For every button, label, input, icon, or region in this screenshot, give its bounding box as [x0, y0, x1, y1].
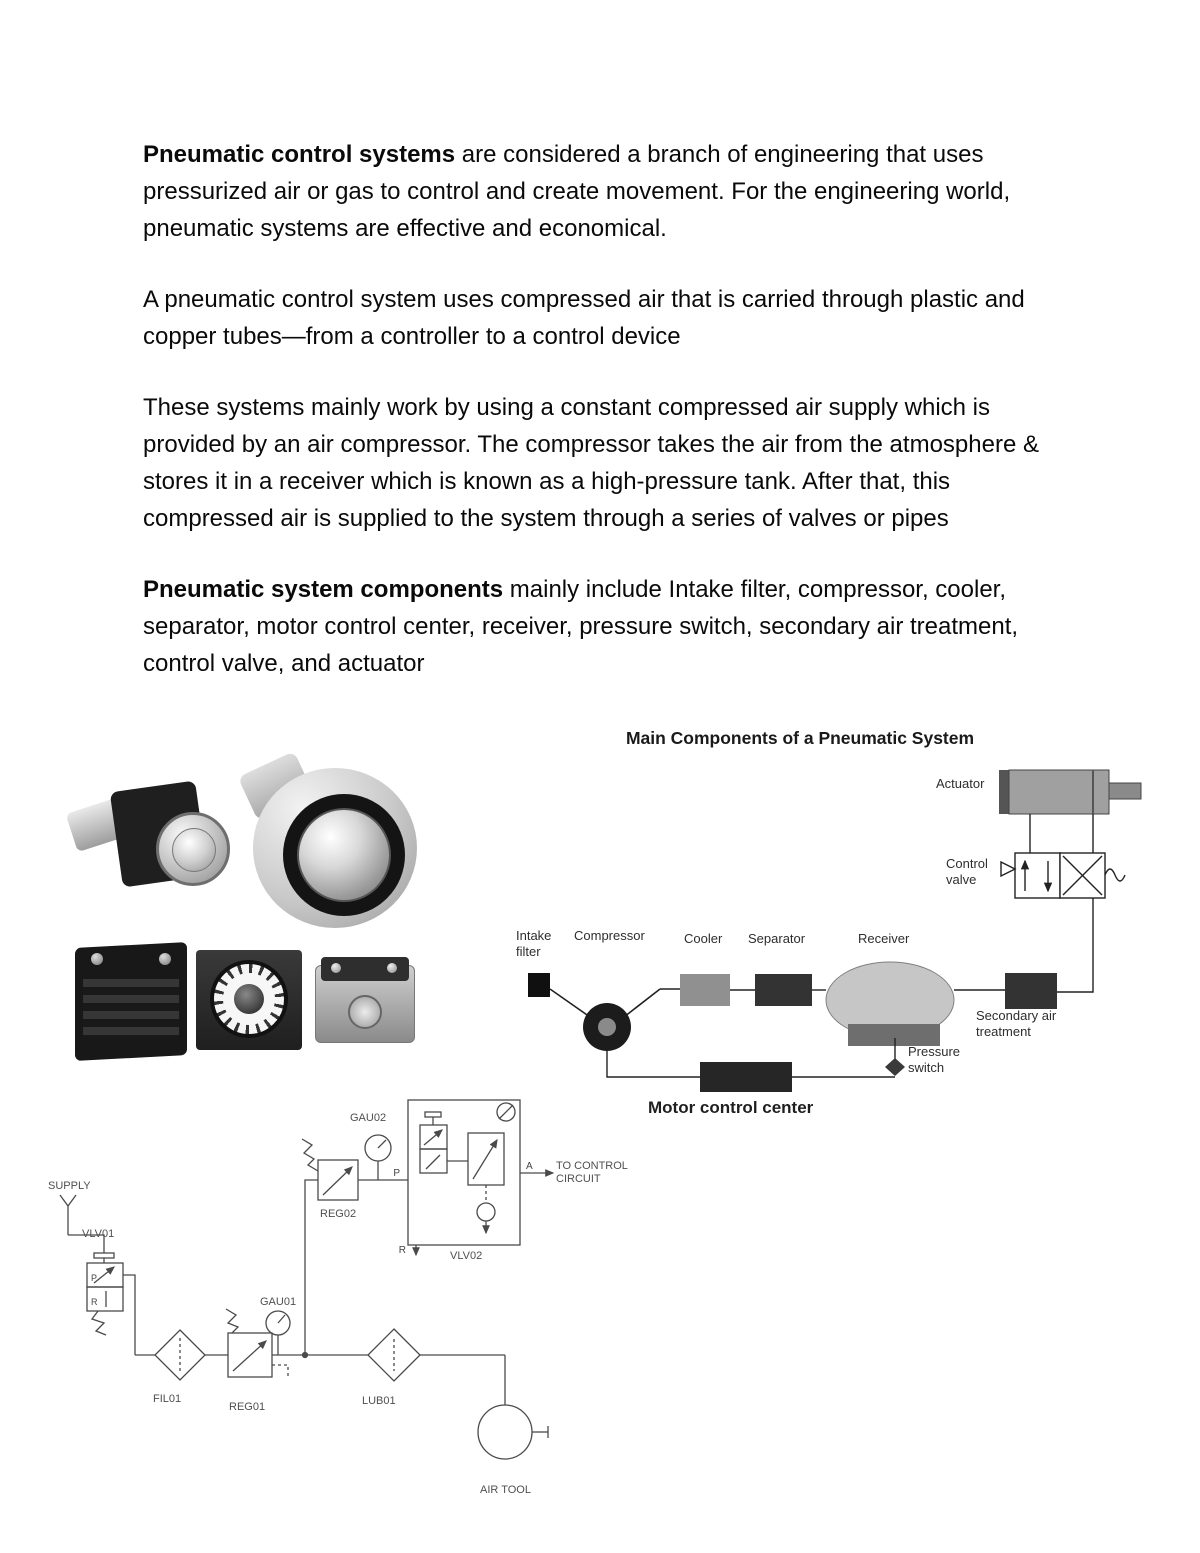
fil01-symbol [154, 1329, 206, 1381]
actuator-symbol [999, 769, 1142, 815]
photo-timer-dial [196, 950, 302, 1052]
paragraph-components: Pneumatic system components mainly inclu… [143, 571, 1053, 682]
fil01-label: FIL01 [153, 1393, 182, 1405]
relay-screw [91, 953, 103, 965]
figure-title: Main Components of a Pneumatic System [625, 728, 975, 748]
motor-control-center-label: Motor control center [648, 1098, 814, 1117]
supply-symbol [59, 1194, 105, 1253]
receiver-label: Receiver [858, 931, 910, 946]
lub01-label: LUB01 [362, 1395, 396, 1407]
reg02-symbol [301, 1138, 359, 1201]
relay-terminals [83, 979, 179, 1037]
supply-label: SUPPLY [48, 1180, 91, 1192]
pressure-switch-symbol [885, 1038, 905, 1076]
cylinder-bolt [387, 963, 397, 973]
paragraph-compressed-air: A pneumatic control system uses compress… [143, 286, 1025, 350]
motor-control-center-symbol [606, 1051, 895, 1092]
actuator-valve-lines [1029, 814, 1094, 853]
main-air-line [135, 1351, 368, 1359]
gau01-label: GAU01 [260, 1296, 297, 1308]
to-control-circuit-label: TO CONTROL CIRCUIT [556, 1160, 628, 1185]
paragraph-components-text: mainly include Intake filter, compressor… [143, 576, 1019, 677]
cooler-symbol [680, 974, 730, 1006]
photo-relay [75, 942, 190, 1061]
timer-knob [234, 984, 264, 1014]
separator-symbol [755, 974, 812, 1006]
intake-filter-label: Intake filter [516, 928, 552, 959]
gau02-label: GAU02 [350, 1112, 387, 1124]
reg01-symbol [225, 1308, 289, 1379]
air-tool-symbol [477, 1404, 549, 1460]
vlv01-symbol: P R [86, 1252, 136, 1355]
gau01-symbol [265, 1310, 291, 1355]
vlv02-port-a: A [526, 1161, 533, 1172]
reg02-label: REG02 [320, 1208, 357, 1220]
control-valve-label: Control valve [946, 856, 988, 887]
vlv01-port-r: R [91, 1297, 98, 1307]
secondary-air-treatment-label: Secondary air treatment [976, 1008, 1057, 1039]
valve-secondary-line [1057, 898, 1094, 993]
secondary-air-treatment-symbol [1005, 973, 1057, 1009]
lub01-symbol [367, 1328, 421, 1382]
intake-filter-symbol [528, 973, 550, 997]
compressor-label: Compressor [574, 928, 645, 943]
gau02-symbol [364, 1134, 392, 1180]
control-valve-symbol [1000, 852, 1126, 899]
separator-label: Separator [748, 931, 806, 946]
reg01-label: REG01 [229, 1401, 266, 1413]
connector-tip [172, 828, 216, 872]
relay-screw [159, 953, 171, 965]
vlv01-label: VLV01 [82, 1228, 115, 1240]
air-tool-label: AIR TOOL [480, 1484, 531, 1496]
lead-in-pneumatic-system-components: Pneumatic system components [143, 576, 504, 603]
cylinder-port [348, 995, 382, 1029]
air-tool-line [420, 1354, 506, 1405]
paragraph-how-it-works: These systems mainly work by using a con… [143, 394, 1039, 532]
vlv02-label: VLV02 [450, 1250, 483, 1262]
actuator-label: Actuator [936, 776, 985, 791]
photo-pneumatic-connector [65, 772, 238, 937]
push-button-dome [297, 808, 391, 902]
photo-compact-cylinder [315, 957, 415, 1045]
vlv02-symbol: P A R [393, 1099, 555, 1257]
paragraph-intro: Pneumatic control systems are considered… [143, 136, 1053, 247]
photo-push-button [237, 751, 433, 938]
text-block: Pneumatic control systems are considered… [143, 136, 1053, 716]
compressor-symbol [549, 988, 661, 1051]
paragraph-intro-text: are considered a branch of engineering t… [143, 141, 1011, 242]
pressure-switch-label: Pressure switch [908, 1044, 961, 1075]
lead-in-pneumatic-control-systems: Pneumatic control systems [143, 141, 456, 168]
vlv01-port-p: P [91, 1273, 97, 1283]
vlv02-port-r: R [399, 1245, 406, 1256]
cylinder-bolt [331, 963, 341, 973]
receiver-symbol [825, 961, 955, 1046]
vlv02-port-p: P [393, 1168, 400, 1179]
branch-line [304, 1179, 408, 1355]
cooler-label: Cooler [684, 931, 723, 946]
pneumatic-circuit-schematic: P R [59, 1099, 555, 1460]
pipe-lines [660, 988, 1005, 991]
pneumatic-system-diagram [528, 769, 1142, 1092]
